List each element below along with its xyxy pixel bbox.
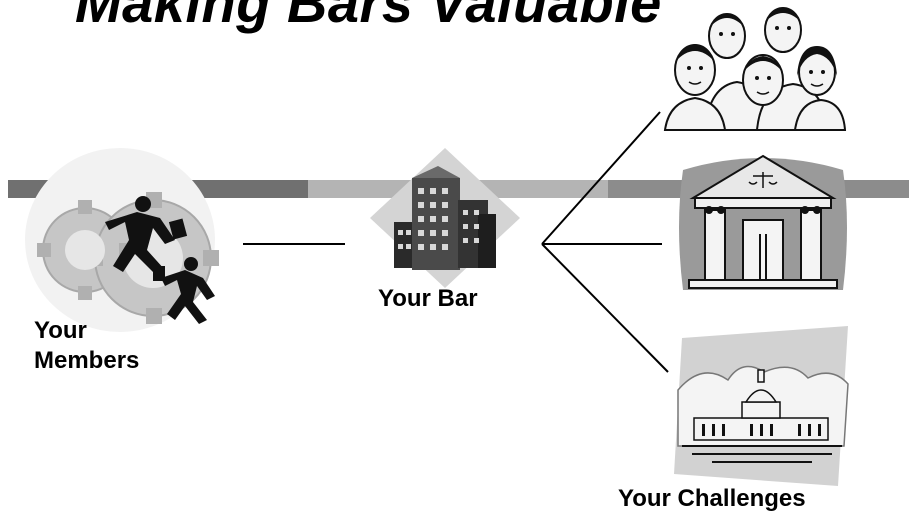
label-members-line1: Your — [34, 316, 204, 346]
label-your-bar: Your Bar — [378, 284, 478, 314]
capitol-building-icon — [672, 326, 850, 486]
connector-bar-to-people — [542, 112, 660, 244]
label-your-challenges: Your Challenges — [618, 484, 806, 514]
group-of-people-icon — [665, 2, 845, 130]
connector-bar-to-capitol — [542, 244, 668, 372]
running-people-gears-icon — [25, 140, 230, 340]
label-your-members: Your Members — [34, 316, 204, 376]
office-building-icon — [370, 148, 520, 288]
courthouse-icon — [675, 150, 851, 300]
label-members-line2: Members — [34, 346, 204, 376]
